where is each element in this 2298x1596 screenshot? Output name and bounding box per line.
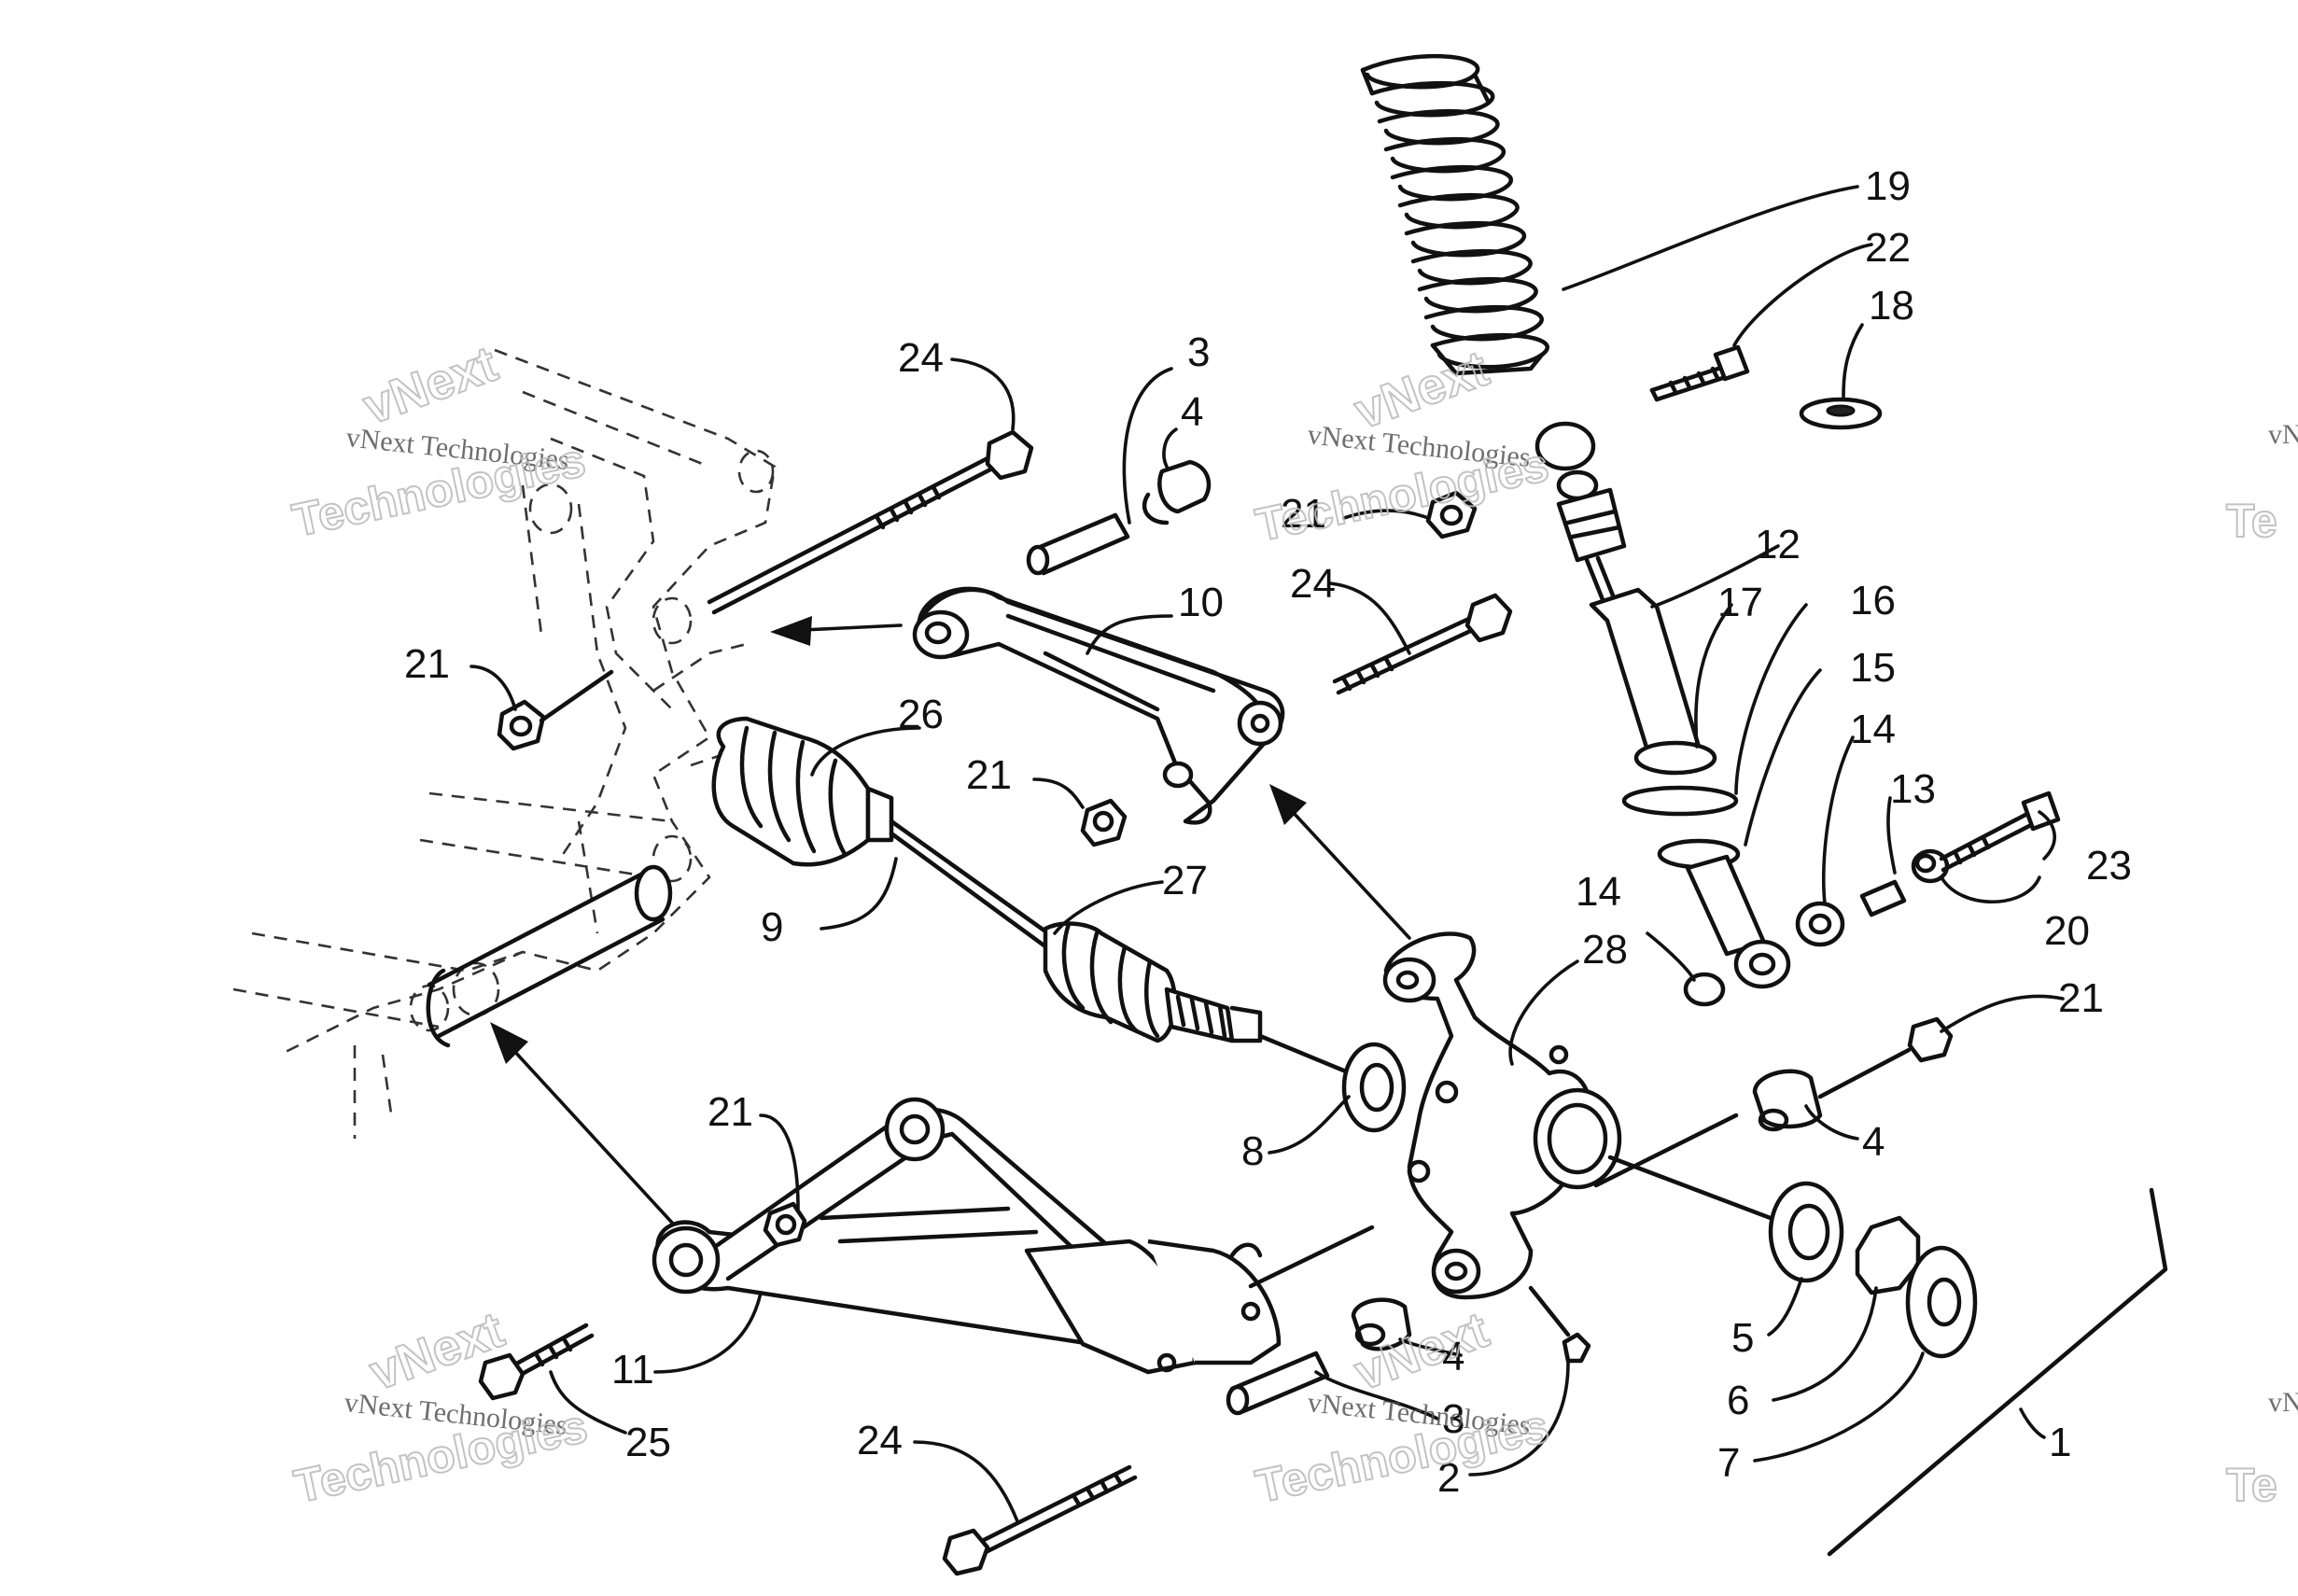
callout-21-hub: 21: [2058, 975, 2104, 1021]
callout-27: 27: [1162, 858, 1208, 903]
callout-21-shock: 21: [1281, 491, 1326, 537]
hub-hardware: [1593, 1016, 1978, 1359]
callout-8: 8: [1241, 1128, 1264, 1174]
callout-1: 1: [2049, 1420, 2071, 1465]
callout-10: 10: [1178, 580, 1224, 625]
callout-labels: 19 22 18 21 12 17 16 15 14 13 23 20 14 2…: [404, 163, 2132, 1501]
callout-13: 13: [1890, 766, 1936, 812]
callout-25: 25: [625, 1420, 671, 1465]
callout-19: 19: [1865, 163, 1911, 209]
svg-text:vN: vN: [2268, 1387, 2298, 1418]
callout-24-bottom: 24: [857, 1418, 903, 1463]
steering-knuckle-icon: [1382, 931, 1622, 1300]
watermark-right-edge: vN Te vN Te: [2225, 419, 2298, 1512]
watermark-bottom-left: vNext vNext Technologies Technologies: [289, 1301, 593, 1514]
callout-16: 16: [1850, 578, 1896, 623]
leader-lines: [469, 185, 2065, 1523]
callout-22: 22: [1865, 225, 1911, 271]
callout-12: 12: [1755, 522, 1801, 567]
svg-text:vNext: vNext: [357, 336, 505, 436]
callout-26: 26: [898, 692, 944, 737]
callout-17: 17: [1717, 580, 1763, 625]
callout-14-right: 14: [1850, 707, 1896, 752]
callout-14-left: 14: [1576, 869, 1621, 915]
callout-24-top: 24: [898, 335, 944, 381]
svg-text:vN: vN: [2268, 419, 2298, 450]
callout-11: 11: [611, 1347, 654, 1393]
lower-a-arm-icon: [652, 1097, 1282, 1375]
lower-arm-hardware: [478, 1201, 1591, 1576]
callout-3-top: 3: [1187, 329, 1210, 375]
coil-spring-icon: [1360, 53, 1549, 376]
upper-control-arm-icon: [912, 586, 1285, 825]
callout-2: 2: [1437, 1455, 1460, 1501]
callout-24-mid: 24: [1290, 561, 1336, 607]
callout-18: 18: [1869, 283, 1914, 329]
callout-4-top: 4: [1181, 389, 1203, 435]
callout-20: 20: [2044, 908, 2090, 954]
callout-28: 28: [1582, 927, 1628, 973]
drive-axle-icon: [711, 716, 1263, 1043]
bearing-icon: [1257, 1033, 1407, 1133]
callout-3-lower: 3: [1442, 1396, 1464, 1442]
assembly-bracket: [1827, 1187, 2168, 1557]
upper-arm-hardware: [497, 429, 1513, 847]
watermark-top-left: vNext vNext Technologies Technologies: [287, 335, 591, 548]
assembly-arrows: [490, 616, 1411, 1225]
callout-6: 6: [1727, 1378, 1749, 1423]
callout-5: 5: [1731, 1315, 1754, 1361]
frame-outline-icon: [232, 348, 777, 1139]
callout-15: 15: [1850, 645, 1896, 691]
callout-7: 7: [1717, 1440, 1740, 1486]
svg-text:Te: Te: [2226, 1459, 2277, 1511]
svg-text:Te: Te: [2226, 495, 2277, 547]
callout-9: 9: [761, 904, 783, 950]
watermark-bottom-center: vNext vNext Technologies Technologies: [1251, 1301, 1554, 1514]
callout-23: 23: [2086, 843, 2132, 889]
callout-21-lower-arm: 21: [708, 1089, 753, 1135]
callout-21-upper-arm: 21: [966, 752, 1012, 798]
callout-21-frame: 21: [404, 641, 450, 687]
shock-top-hardware: [1425, 344, 1883, 539]
shock-absorber-icon: [1534, 421, 1791, 989]
callout-4-hub: 4: [1862, 1119, 1885, 1165]
callout-4-lower: 4: [1442, 1334, 1464, 1379]
